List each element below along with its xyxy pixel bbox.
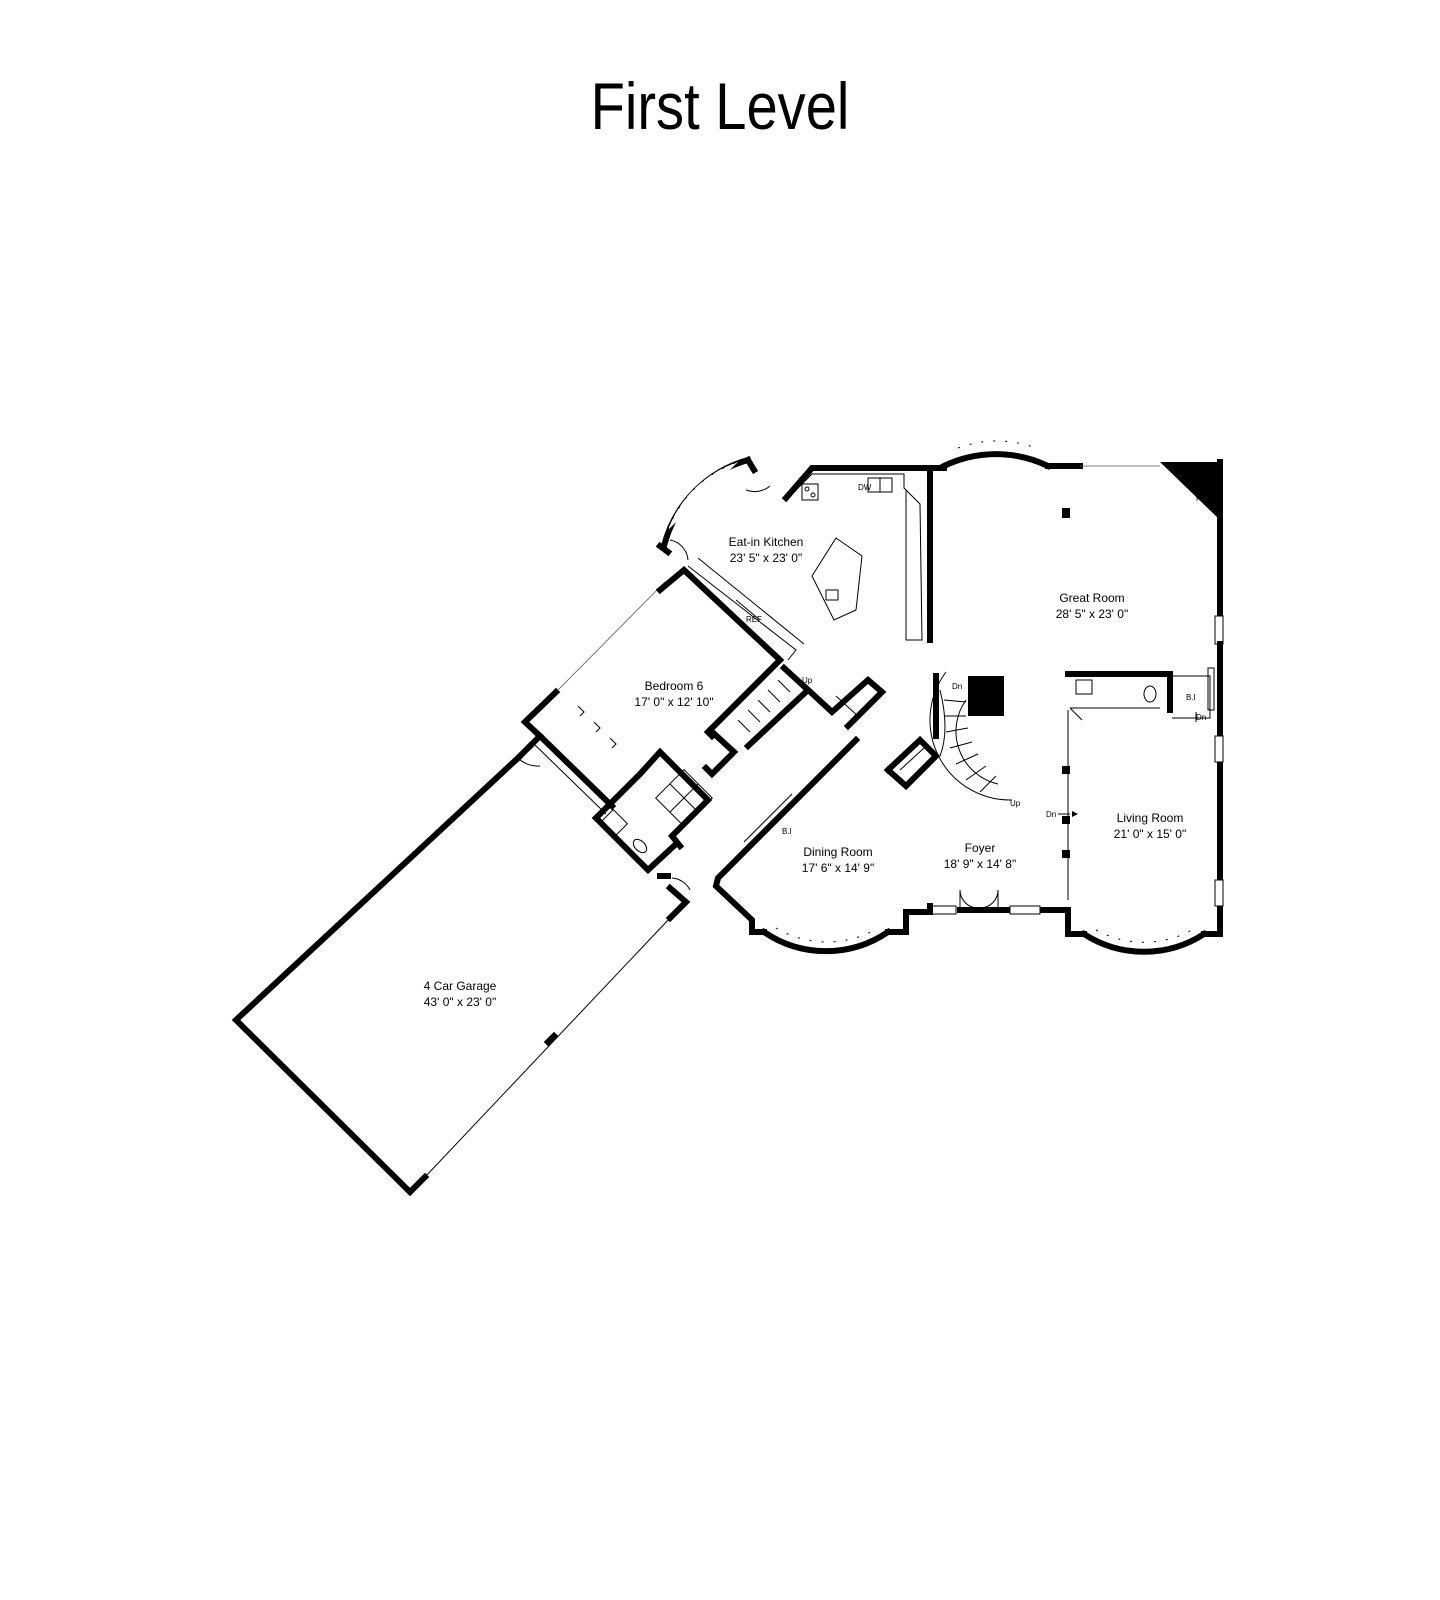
- stair-curve-inner: [955, 699, 999, 785]
- dining-room-dims: 17' 6" x 14' 9": [802, 861, 874, 875]
- bedroom-dims: 17' 0" x 12' 10": [634, 695, 713, 709]
- front-door-left-swing: [959, 889, 979, 909]
- garage-post: [543, 1031, 559, 1047]
- foyer-name: Foyer: [965, 841, 996, 855]
- island-sink: [825, 589, 839, 601]
- fireplace-label: FP: [1196, 494, 1206, 503]
- garage-walls: [231, 741, 691, 1197]
- refrigerator-label: REF: [746, 615, 762, 624]
- powder-toilet: [1143, 685, 1157, 703]
- foyer-down-label: Dn: [1046, 810, 1056, 819]
- living-room-dims: 21' 0" x 15' 0": [1114, 827, 1186, 841]
- foyer-walls: [883, 671, 1078, 915]
- garage-dims: 43' 0" x 23' 0": [424, 995, 496, 1009]
- bedroom-name: Bedroom 6: [645, 679, 704, 693]
- dishwasher-label: DW: [858, 483, 872, 492]
- great-room-walls: [927, 440, 1224, 733]
- garage-entry-door-swing: [671, 877, 691, 891]
- column: [1062, 508, 1070, 518]
- kitchen-name: Eat-in Kitchen: [729, 535, 804, 549]
- living-room-name: Living Room: [1117, 811, 1184, 825]
- stair-curve-outer: [929, 671, 1013, 801]
- living-room-walls: [1065, 727, 1224, 955]
- shower-stall: [655, 769, 713, 827]
- great-room-name: Great Room: [1059, 591, 1124, 605]
- fireplace: [1160, 462, 1220, 520]
- foyer-dims: 18' 9" x 14' 8": [944, 857, 1016, 871]
- great-room-dims: 28' 5" x 23' 0": [1056, 607, 1128, 621]
- stair-down-label: Dn: [952, 682, 962, 691]
- kitchen-back-door-swing: [745, 485, 771, 493]
- dining-built-in-label: B.I: [782, 827, 792, 836]
- stair-up-label: Up: [1010, 799, 1021, 808]
- dining-room-name: Dining Room: [803, 845, 872, 859]
- cooktop: [801, 483, 819, 501]
- front-door-right-swing: [979, 889, 999, 909]
- kitchen-island: [811, 537, 863, 621]
- bath-sink: [599, 808, 629, 838]
- chimney: [968, 676, 1004, 716]
- kitchen-side-door-swing: [669, 539, 689, 561]
- great-room-down-label: Dn: [1196, 713, 1206, 722]
- bedroom-walls: [520, 565, 785, 875]
- kitchen-dims: 23' 5" x 23' 0": [730, 551, 802, 565]
- powder-sink: [1075, 679, 1093, 695]
- great-room-built-in-label: B.I: [1186, 693, 1196, 702]
- garage-door-swing: [517, 757, 541, 767]
- page-title: First Level: [590, 69, 850, 143]
- kitchen-walls: [655, 455, 947, 751]
- dining-room-walls: [712, 735, 933, 955]
- bath-toilet: [632, 838, 648, 854]
- garage-name: 4 Car Garage: [424, 979, 497, 993]
- back-stair-up-label: Up: [802, 676, 813, 685]
